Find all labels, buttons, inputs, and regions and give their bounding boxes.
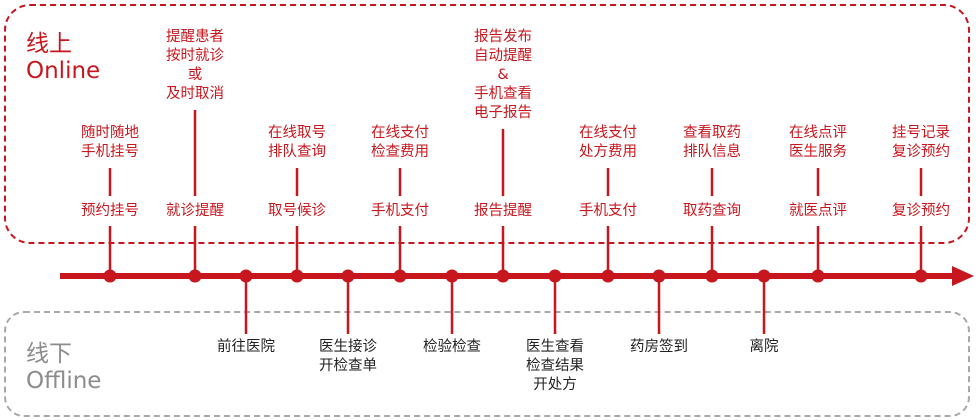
online-stage-label: 就诊提醒 (166, 203, 224, 219)
offline-title-en: Offline (26, 368, 102, 394)
offline-node (652, 269, 666, 283)
offline-step-label: 医生接诊 开检查单 (319, 339, 377, 374)
offline-node (341, 269, 355, 283)
online-stage-label: 预约挂号 (81, 203, 139, 219)
online-detail-label: 在线取号 排队查询 (268, 125, 326, 160)
online-stage-label: 取药查询 (683, 203, 741, 219)
offline-step-label: 前往医院 (217, 339, 275, 355)
online-node (393, 269, 407, 283)
online-detail-label: 在线支付 处方费用 (579, 125, 637, 160)
online-node (914, 269, 928, 283)
offline-region (4, 311, 970, 417)
online-stage-label: 手机支付 (371, 203, 429, 219)
online-node (188, 269, 202, 283)
online-node (811, 269, 825, 283)
online-detail-label: 在线支付 检查费用 (371, 125, 429, 160)
online-title-en: Online (26, 58, 101, 84)
online-node (601, 269, 615, 283)
online-stage-label: 就医点评 (789, 203, 847, 219)
offline-node (445, 269, 459, 283)
offline-title: 线下 Offline (26, 341, 101, 395)
offline-step-label: 医生查看 检查结果 开处方 (526, 339, 584, 393)
offline-step-label: 药房签到 (630, 339, 688, 355)
online-stage-label: 报告提醒 (474, 203, 532, 219)
offline-step-label: 离院 (749, 339, 779, 355)
offline-title-cn: 线下 (26, 341, 72, 367)
online-title: 线上 Online (26, 31, 100, 85)
offline-step-label: 检验检查 (423, 339, 481, 355)
online-node (103, 269, 117, 283)
offline-node (757, 269, 771, 283)
online-detail-label: 查看取药 排队信息 (683, 125, 741, 160)
online-stage-label: 复诊预约 (892, 203, 950, 219)
online-detail-label: 随时随地 手机挂号 (81, 125, 139, 160)
connector-lines (108, 110, 923, 334)
online-node (290, 269, 304, 283)
timeline-arrowhead (952, 266, 974, 286)
online-region (4, 4, 970, 244)
online-detail-label: 在线点评 医生服务 (789, 125, 847, 160)
online-stage-label: 取号候诊 (268, 203, 326, 219)
online-node (496, 269, 510, 283)
online-detail-label: 挂号记录 复诊预约 (892, 125, 950, 160)
offline-node (548, 269, 562, 283)
timeline-nodes (103, 269, 928, 283)
online-stage-label: 手机支付 (579, 203, 637, 219)
online-detail-label: 报告发布 自动提醒 & 手机查看 电子报告 (474, 29, 532, 121)
online-node (705, 269, 719, 283)
online-detail-label: 提醒患者 按时就诊 或 及时取消 (166, 29, 224, 102)
offline-node (239, 269, 253, 283)
online-title-cn: 线上 (26, 31, 72, 57)
